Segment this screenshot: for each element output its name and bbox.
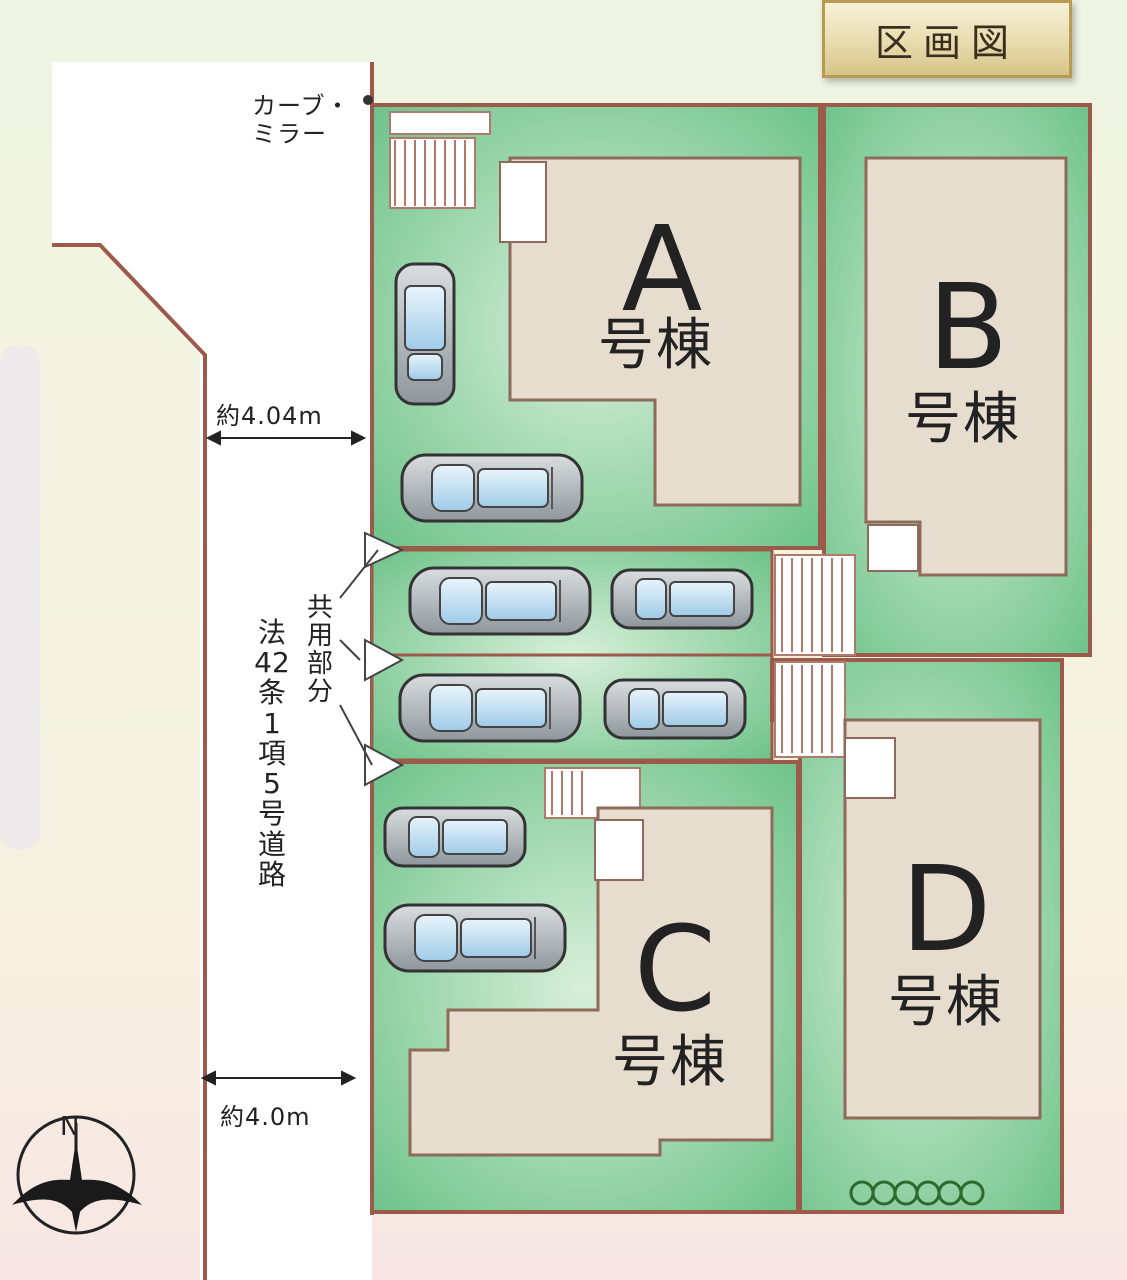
road-width-bottom: 約4.0m <box>220 1103 311 1131</box>
porch-c <box>594 819 644 881</box>
building-b <box>864 156 1068 577</box>
porch-a <box>499 161 547 243</box>
car-c-small <box>383 806 527 868</box>
page-title: 区画図 <box>874 20 1019 65</box>
lot-d-letter: D <box>900 840 992 978</box>
hedge-shrubs <box>849 1180 985 1206</box>
car-lane-lower-1 <box>398 673 582 743</box>
car-lane-lower-2 <box>603 678 747 740</box>
curve-mirror-marker <box>363 95 373 105</box>
lot-c-suffix: 号棟 <box>612 1030 728 1095</box>
porch-d <box>844 737 896 799</box>
car-c-large <box>383 903 567 973</box>
curve-mirror-label-2: ミラー <box>252 120 327 148</box>
road-law-label: 法42条1項5号道路 <box>254 616 290 891</box>
lot-b-suffix: 号棟 <box>905 387 1021 452</box>
building-d <box>843 718 1042 1120</box>
building-a <box>508 156 802 507</box>
car-a-vertical <box>394 262 456 406</box>
compass-icon <box>12 1115 142 1235</box>
lot-c-letter: C <box>633 900 717 1038</box>
road-area <box>52 62 372 1280</box>
road-edge-left <box>52 243 207 1280</box>
shared-part-label: 共用部分 <box>306 593 333 708</box>
road-width-top: 約4.04m <box>216 402 323 430</box>
title-plate: 区画図 <box>822 0 1072 78</box>
lot-d-suffix: 号棟 <box>888 970 1004 1035</box>
curve-mirror-label-1: カーブ・ <box>252 92 351 120</box>
dimension-arrow-top <box>205 430 367 446</box>
left-neighbor-strip <box>0 345 40 850</box>
lot-a-suffix: 号棟 <box>598 313 714 378</box>
porch-b <box>867 524 919 572</box>
car-lane-upper-2 <box>610 568 754 630</box>
compass-north-label: N <box>60 1112 80 1142</box>
shared-part-arrows <box>364 531 405 787</box>
car-a-horizontal <box>400 453 584 523</box>
car-lane-upper-1 <box>408 566 592 636</box>
dimension-arrow-bottom <box>200 1070 357 1086</box>
building-c <box>408 806 774 1157</box>
lot-b-letter: B <box>927 258 1009 396</box>
lot-a-letter: A <box>621 200 703 338</box>
